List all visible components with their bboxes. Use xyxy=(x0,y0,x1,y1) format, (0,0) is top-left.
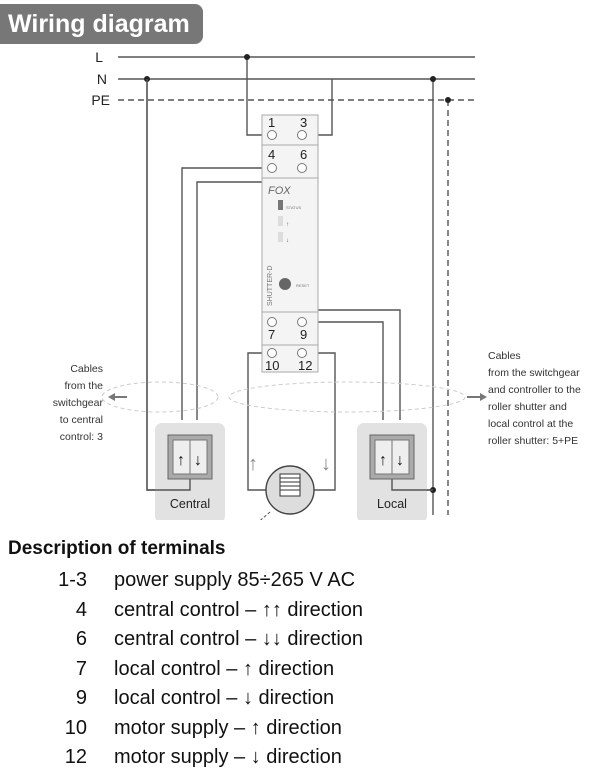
label-PE: PE xyxy=(91,92,110,108)
svg-text:control: 3: control: 3 xyxy=(60,431,103,443)
arrow-down-icon: ↓ xyxy=(396,452,404,469)
svg-text:switchgear: switchgear xyxy=(53,397,104,409)
down-led-label: ↓ xyxy=(286,238,289,244)
model-label: SHUTTER-D xyxy=(267,266,274,306)
terminal-9: 9 xyxy=(300,327,307,342)
reset-button xyxy=(279,278,291,290)
svg-text:local control at the: local control at the xyxy=(488,418,573,430)
svg-text:roller shutter: 5+PE: roller shutter: 5+PE xyxy=(488,435,578,447)
right-note: Cables from the switchgear and controlle… xyxy=(488,350,581,447)
section-title: Wiring diagram xyxy=(0,4,203,44)
label-L: L xyxy=(95,49,103,65)
fox-logo: FOX xyxy=(268,185,291,197)
terminal-7: 7 xyxy=(268,327,275,342)
terminal-10: 10 xyxy=(265,358,279,373)
arrow-up-icon: ↑ xyxy=(177,452,185,469)
terminal-1: 1 xyxy=(268,115,275,130)
junction-dot xyxy=(430,76,436,82)
local-label: Local xyxy=(377,497,407,511)
reset-label: RESET xyxy=(296,283,310,288)
shutter-device: 1 3 4 6 7 9 10 12 FOX STATUS ↑ ↓ SHUTTER… xyxy=(261,114,319,373)
status-label: STATUS xyxy=(286,205,302,210)
motor-down-arrow-icon: ↓ xyxy=(321,453,331,475)
svg-text:to central: to central xyxy=(60,414,103,426)
svg-text:from the switchgear: from the switchgear xyxy=(488,367,580,379)
junction-dot xyxy=(445,97,451,103)
cable-group-right xyxy=(228,381,466,413)
svg-text:Cables: Cables xyxy=(70,363,103,375)
arrow-left-icon xyxy=(108,393,115,401)
wire-10 xyxy=(247,352,272,491)
label-N: N xyxy=(97,71,107,87)
terminal-4: 4 xyxy=(268,147,275,162)
central-label: Central xyxy=(170,497,210,511)
cable-group-left xyxy=(101,381,219,413)
arrow-right-icon xyxy=(480,393,487,401)
svg-text:and controller to the: and controller to the xyxy=(488,384,581,396)
terminal-12: 12 xyxy=(298,358,312,373)
local-switch: ↑ ↓ xyxy=(369,434,415,480)
central-switch: ↑ ↓ xyxy=(167,434,213,480)
arrow-down-icon: ↓ xyxy=(194,452,202,469)
wiring-diagram: L N PE 1 3 4 6 7 9 10 12 FOX STATUS ↑ ↓ … xyxy=(53,49,581,520)
left-note: Cables from the switchgear to central co… xyxy=(53,363,104,443)
svg-text:roller shutter and: roller shutter and xyxy=(488,401,567,413)
terminal-6: 6 xyxy=(300,147,307,162)
wire-4 xyxy=(181,167,272,420)
description-heading: Description of terminals xyxy=(8,538,226,559)
terminal-3: 3 xyxy=(300,115,307,130)
svg-text:Cables: Cables xyxy=(488,350,521,362)
roller-shutter-motor-icon xyxy=(260,465,315,520)
arrow-up-icon: ↑ xyxy=(379,452,387,469)
motor-up-arrow-icon: ↑ xyxy=(248,453,258,475)
up-led-label: ↑ xyxy=(286,222,289,228)
junction-dot xyxy=(244,54,250,60)
wire-9 xyxy=(302,321,384,420)
svg-text:from the: from the xyxy=(64,380,103,392)
